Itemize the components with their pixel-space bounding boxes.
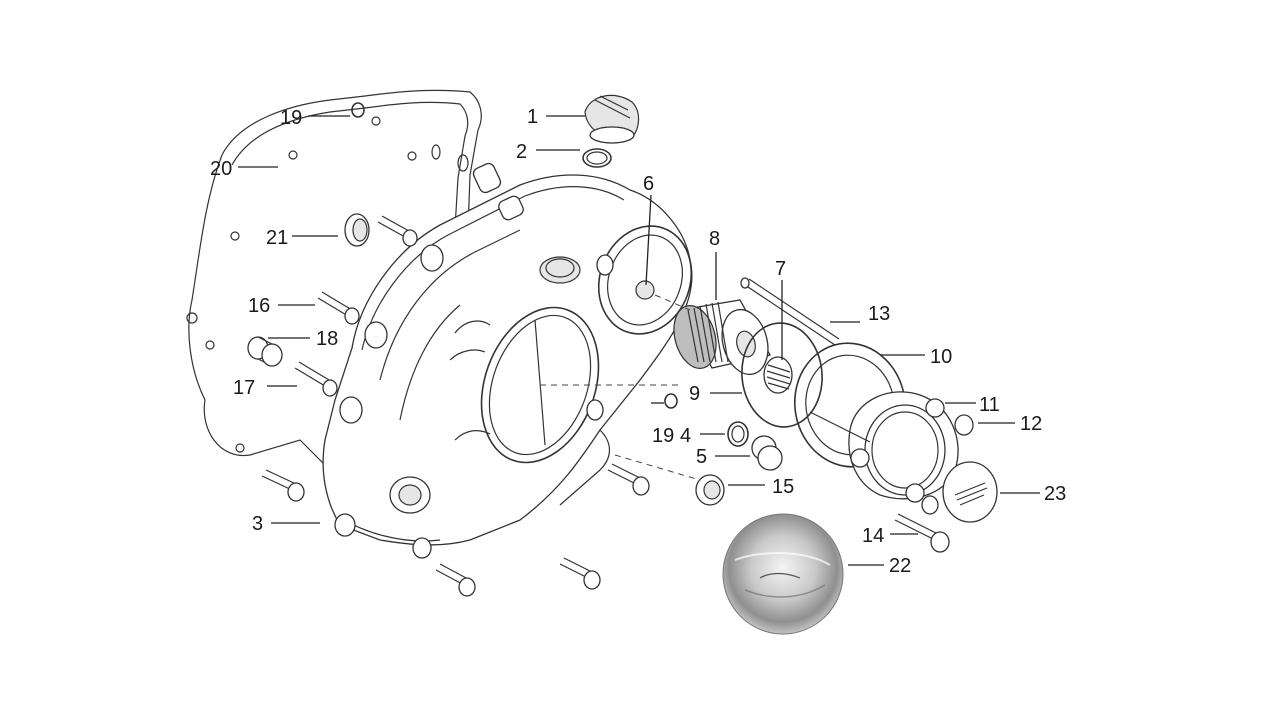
callout-17: 17 [233, 377, 255, 399]
filter-o-ring [741, 322, 823, 428]
long-bolt [740, 277, 840, 346]
badge-cover [942, 461, 998, 523]
bolt-lower-1 [435, 563, 476, 597]
stud-14 [894, 495, 950, 553]
filter-spring [763, 356, 793, 394]
callout-labels: 1 2 3 4 5 6 7 8 9 10 11 12 13 14 15 16 1… [210, 106, 1066, 577]
callout-19-top: 19 [280, 107, 302, 129]
callout-6: 6 [643, 173, 654, 195]
callout-5: 5 [696, 446, 707, 468]
callout-9: 9 [689, 383, 700, 405]
oil-seal [344, 213, 370, 247]
seal-15 [695, 474, 725, 506]
washer-4 [727, 421, 749, 447]
callout-23: 23 [1044, 483, 1066, 505]
callout-8: 8 [709, 228, 720, 250]
callout-20: 20 [210, 158, 232, 180]
bolt-lower-2 [559, 557, 601, 590]
callout-4: 4 [680, 425, 691, 447]
bolt-upper [377, 215, 418, 247]
small-o-ring-top [351, 102, 365, 118]
callout-16: 16 [248, 295, 270, 317]
bolt-16 [317, 291, 360, 325]
leader-lines [238, 115, 1040, 566]
bolt-3 [261, 469, 305, 502]
cap-nut-12 [954, 414, 974, 436]
callout-15: 15 [772, 476, 794, 498]
crankcase-cover [322, 162, 693, 559]
callout-14: 14 [862, 525, 884, 547]
filter-cover [809, 391, 959, 503]
callout-10: 10 [930, 346, 952, 368]
callout-3: 3 [252, 513, 263, 535]
chrome-cover [722, 513, 844, 635]
plug-bolt-5 [751, 435, 783, 471]
callout-13: 13 [868, 303, 890, 325]
bolt-lower-3 [607, 463, 650, 496]
callout-22: 22 [889, 555, 911, 577]
oil-filter [673, 299, 771, 376]
filler-cap-o-ring [582, 148, 612, 168]
callout-19-bottom: 19 [652, 425, 674, 447]
callout-12: 12 [1020, 413, 1042, 435]
callout-1: 1 [527, 106, 538, 128]
callout-7: 7 [775, 258, 786, 280]
oil-filler-cap [584, 94, 640, 144]
bolt-17 [294, 361, 338, 397]
callout-21: 21 [266, 227, 288, 249]
o-ring-19 [664, 393, 678, 409]
callout-2: 2 [516, 141, 527, 163]
callout-11: 11 [979, 394, 1000, 416]
dowel-sleeve-18 [247, 336, 283, 367]
callout-18: 18 [316, 328, 338, 350]
assembly-lines [540, 294, 701, 481]
